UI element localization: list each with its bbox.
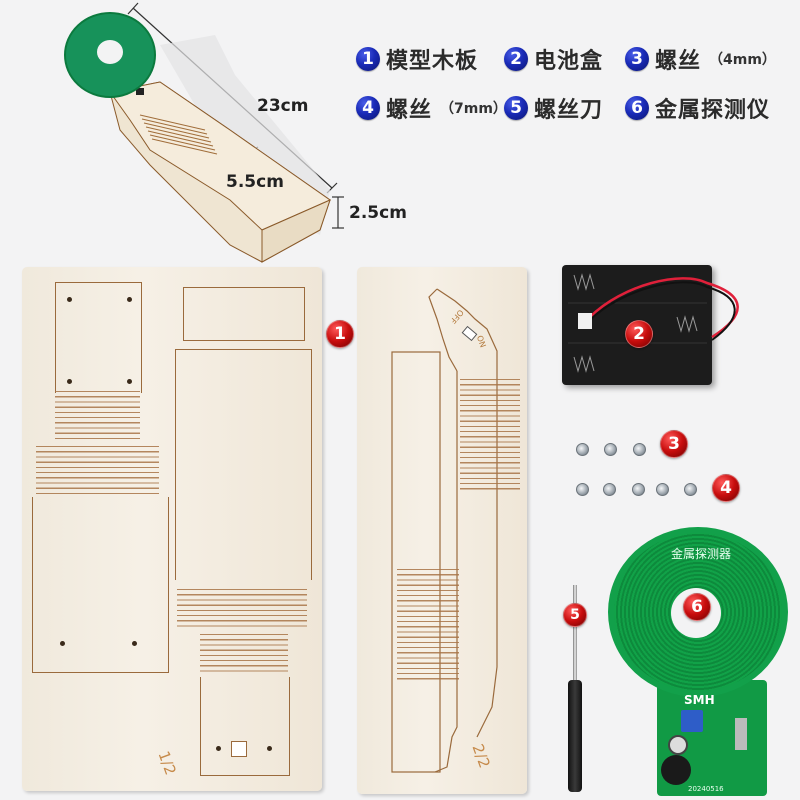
flex-hinge-pattern [36, 442, 159, 497]
callout-badge-3: 3 [660, 430, 688, 458]
legend-item-screw-7mm: 4 螺丝 （7mm） [356, 92, 507, 124]
dimension-length-label: 23cm [257, 96, 309, 116]
screw-hole [127, 379, 132, 384]
switch-window [231, 741, 247, 757]
cutout-base-piece [175, 349, 312, 580]
legend-label: 螺丝刀 [534, 98, 604, 123]
pcb-date-label: 20240516 [688, 785, 724, 793]
screw-4mm [604, 443, 617, 456]
legend-badge-1: 1 [356, 47, 380, 71]
slide-switch [735, 718, 747, 750]
legend-sublabel: （4mm） [709, 52, 776, 68]
flex-hinge-pattern [55, 387, 140, 442]
screw-hole [132, 641, 137, 646]
callout-badge-1: 1 [326, 320, 354, 348]
screw-7mm [656, 483, 669, 496]
legend-label: 螺丝 [655, 49, 702, 74]
screw-7mm [576, 483, 589, 496]
dimension-height-label: 2.5cm [349, 203, 407, 223]
legend-badge-4: 4 [356, 96, 380, 120]
screw-hole [216, 746, 221, 751]
callout-badge-2: 2 [625, 320, 653, 348]
board-page-number: 1/2 [154, 748, 180, 778]
legend-item-screw-4mm: 3 螺丝 （4mm） [625, 43, 776, 75]
legend-badge-6: 6 [625, 96, 649, 120]
screw-7mm [603, 483, 616, 496]
wood-board-2: OFF ON 2/2 [357, 267, 527, 794]
dimension-lines [64, 2, 344, 263]
flex-hinge-pattern [460, 375, 520, 493]
screwdriver-handle [568, 680, 582, 792]
screw-hole [127, 297, 132, 302]
screw-7mm [632, 483, 645, 496]
pcb-coil [608, 527, 788, 697]
board-2-cut-lines [391, 288, 498, 773]
flex-hinge-pattern [200, 630, 288, 675]
screw-hole [67, 379, 72, 384]
legend-label: 金属探测仪 [655, 98, 771, 123]
cutout-body-piece [32, 497, 169, 673]
cutout-end-cap [183, 287, 305, 341]
legend-item-metal-detector: 6 金属探测仪 [625, 92, 770, 124]
legend-sublabel: （7mm） [440, 101, 507, 117]
cutout-handle-piece [55, 282, 142, 393]
screw-4mm [633, 443, 646, 456]
pcb-model-label: SMH [684, 693, 715, 707]
buzzer [661, 755, 691, 785]
assembled-detector-photo: 23cm 5.5cm 2.5cm [0, 0, 407, 265]
wood-board-1: 1/2 [22, 267, 322, 791]
potentiometer [681, 710, 703, 732]
flex-hinge-pattern [177, 585, 307, 630]
screw-hole [67, 297, 72, 302]
screw-hole [267, 746, 272, 751]
flex-hinge-pattern [397, 565, 459, 683]
screw-4mm [576, 443, 589, 456]
battery-box-detail [568, 273, 739, 373]
legend-badge-3: 3 [625, 47, 649, 71]
screw-7mm [684, 483, 697, 496]
legend-badge-2: 2 [504, 47, 528, 71]
callout-badge-5: 5 [563, 603, 587, 627]
dimension-width-label: 5.5cm [226, 172, 284, 192]
cutout-switch-plate [200, 677, 290, 776]
callout-badge-6: 6 [683, 593, 711, 621]
screwdriver-shaft [573, 585, 577, 685]
legend-badge-5: 5 [504, 96, 528, 120]
pcb-title-label: 金属探测器 [671, 547, 732, 561]
legend-label: 电池盒 [534, 49, 604, 74]
legend-label: 螺丝 [386, 98, 433, 123]
legend-item-battery-box: 2 电池盒 [504, 43, 603, 75]
screw-hole [60, 641, 65, 646]
legend-label: 模型木板 [386, 49, 479, 74]
legend-item-screwdriver: 5 螺丝刀 [504, 92, 603, 124]
legend-item-wood-board: 1 模型木板 [356, 43, 478, 75]
callout-badge-4: 4 [712, 474, 740, 502]
capacitor [668, 735, 688, 755]
